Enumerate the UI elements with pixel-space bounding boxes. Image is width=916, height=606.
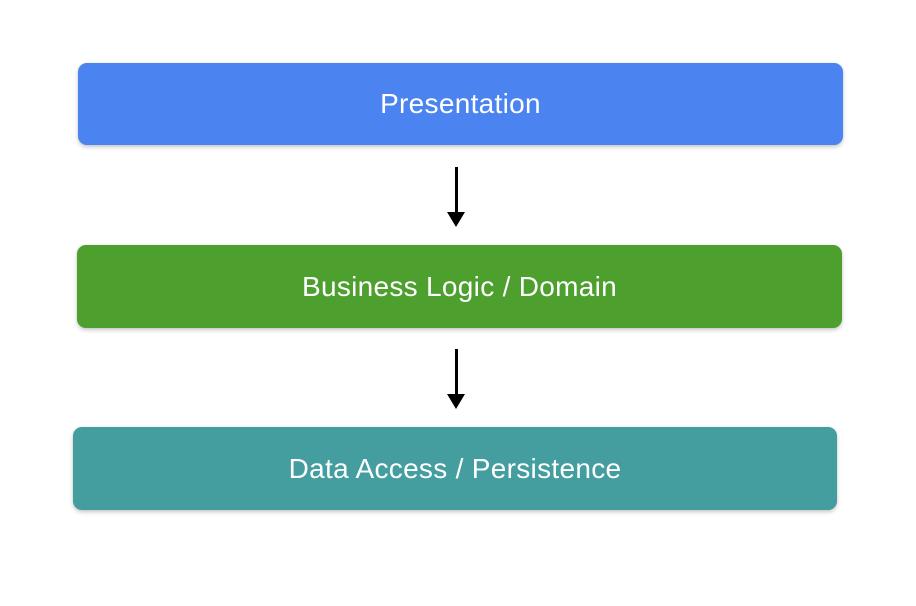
layer-label-data-access: Data Access / Persistence	[288, 452, 622, 484]
layer-node-data-access: Data Access / Persistence	[73, 427, 837, 510]
layer-label-business-logic: Business Logic / Domain	[301, 270, 618, 302]
arrow-stem	[454, 167, 458, 212]
connector-arrow-business-to-data	[446, 349, 466, 409]
arrow-head-down-icon	[447, 394, 465, 409]
layer-label-presentation: Presentation	[380, 88, 541, 119]
arrow-head-down-icon	[447, 212, 465, 227]
layer-node-business-logic: Business Logic / Domain	[77, 245, 842, 328]
layer-node-presentation: Presentation	[78, 63, 843, 145]
connector-arrow-presentation-to-business	[446, 167, 466, 227]
arrow-stem	[454, 349, 458, 394]
